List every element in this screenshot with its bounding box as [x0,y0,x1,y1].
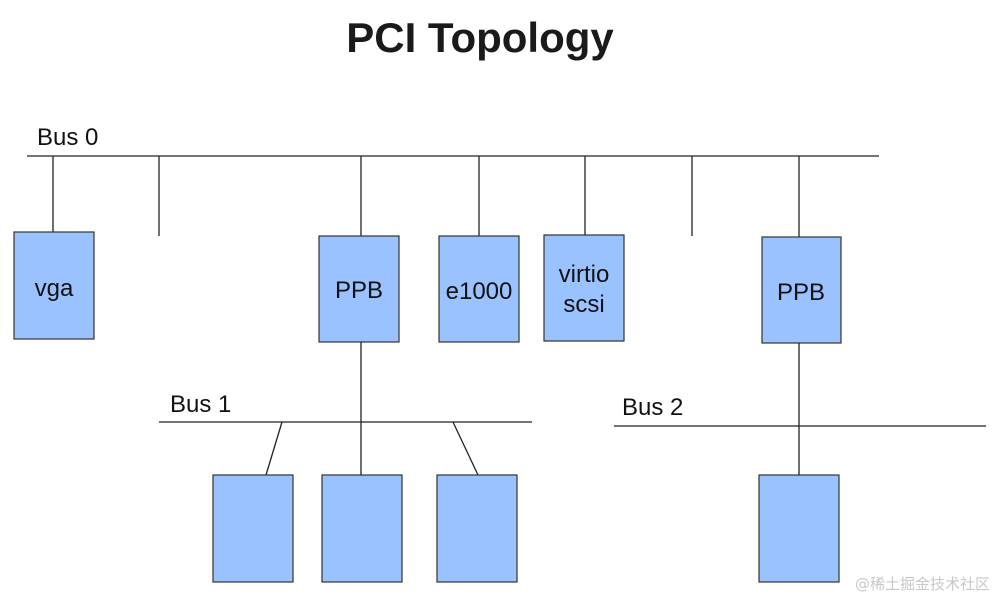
bus-2-label: Bus 2 [622,394,683,421]
bus-1-label: Bus 1 [170,391,231,418]
bus-1-slot-3 [452,421,479,476]
device-ppb-1-label: PPB [335,277,383,304]
bus-0-label: Bus 0 [37,124,98,151]
bus-1-slot-1 [265,421,283,476]
bus-1-device-1 [212,474,294,583]
bus-1-device-3 [436,474,518,583]
device-virtio-label-line2: scsi [563,291,604,318]
device-ppb-1 [318,235,400,343]
device-e1000 [438,235,520,343]
device-ppb-2 [761,236,842,344]
device-e1000-label: e1000 [446,278,513,305]
diagram-title: PCI Topology [346,14,614,61]
device-virtio-label-line1: virtio [559,261,610,288]
device-virtio-scsi [543,234,625,342]
bus-2-device-1 [758,474,840,583]
watermark-text: @稀土掘金技术社区 [855,575,990,593]
device-ppb-2-label: PPB [777,279,825,306]
device-vga [13,231,95,340]
bus-1-device-2 [321,474,403,583]
device-vga-label: vga [35,275,74,302]
